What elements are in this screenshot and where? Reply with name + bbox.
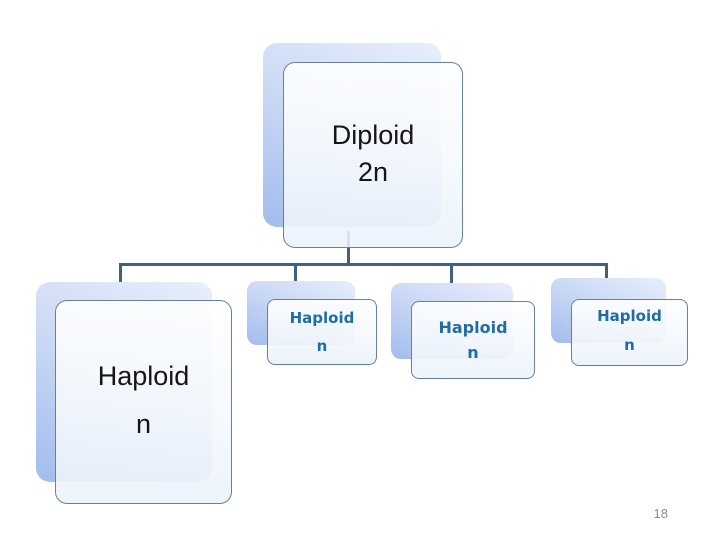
connector-drop-1 <box>119 266 122 282</box>
node-ploidy: n <box>135 409 152 439</box>
diagram-node-child-1: Haploid n <box>55 300 232 504</box>
node-title: Haploid <box>289 309 355 327</box>
diagram-node-root: Diploid 2n <box>283 62 463 248</box>
diagram-node-child-4: Haploid n <box>571 299 688 366</box>
connector-horizontal-bar <box>119 263 608 266</box>
node-title: Haploid <box>438 318 508 337</box>
node-title: Haploid <box>597 307 662 325</box>
connector-drop-3 <box>450 266 453 283</box>
node-title: Diploid <box>331 120 415 150</box>
node-title: Haploid <box>97 361 190 391</box>
node-ploidy: n <box>624 336 635 354</box>
node-ploidy: 2n <box>357 157 389 187</box>
node-ploidy: n <box>467 343 479 362</box>
diagram-node-child-2: Haploid n <box>267 299 377 365</box>
connector-trunk <box>347 231 350 266</box>
page-number: 18 <box>653 506 668 521</box>
node-ploidy: n <box>316 337 328 355</box>
diagram-node-child-3: Haploid n <box>411 301 535 379</box>
connector-drop-2 <box>294 266 297 281</box>
connector-drop-4 <box>605 266 608 278</box>
